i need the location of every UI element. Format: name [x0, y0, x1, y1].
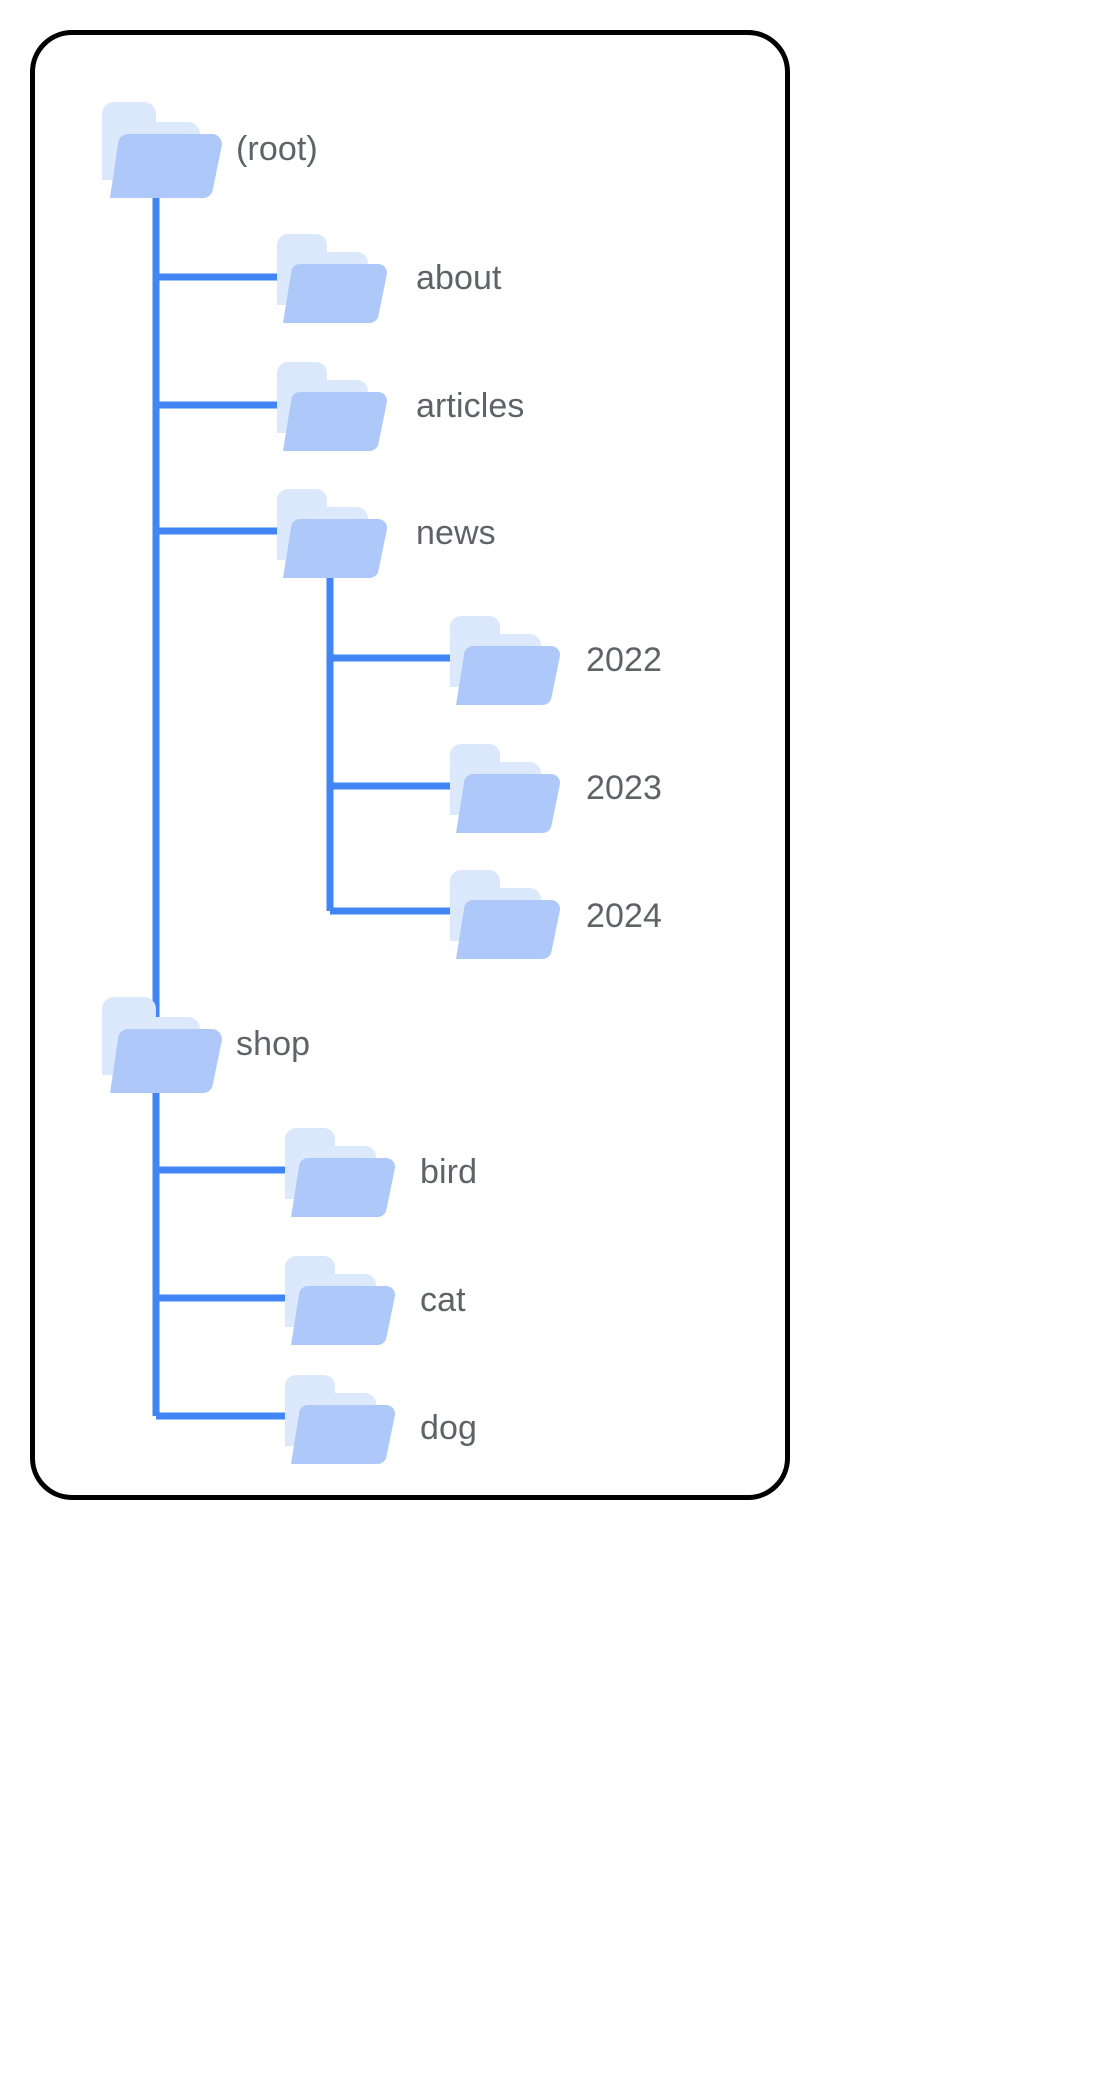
node-label-cat[interactable]: cat — [420, 1281, 466, 1319]
connector-lines — [152, 176, 462, 1420]
folder-icon-2023[interactable] — [450, 744, 561, 834]
node-label-root[interactable]: (root) — [236, 130, 318, 168]
node-label-2024[interactable]: 2024 — [586, 897, 663, 935]
node-label-news[interactable]: news — [416, 514, 496, 552]
folder-icon-about[interactable] — [277, 234, 388, 324]
folder-icon-cat[interactable] — [285, 1256, 396, 1345]
folder-icon-news[interactable] — [277, 489, 388, 579]
folder-icon-root[interactable] — [102, 102, 222, 199]
node-label-2022[interactable]: 2022 — [586, 641, 663, 679]
folder-icon-dog[interactable] — [285, 1375, 396, 1464]
folder-icon-2024[interactable] — [450, 870, 561, 960]
node-label-bird[interactable]: bird — [420, 1153, 478, 1191]
node-label-2023[interactable]: 2023 — [586, 769, 663, 807]
folder-icon-2022[interactable] — [450, 616, 561, 706]
folder-icon-bird[interactable] — [285, 1128, 396, 1217]
folder-icon-shop[interactable] — [102, 997, 222, 1094]
node-label-about[interactable]: about — [416, 259, 502, 297]
node-label-dog[interactable]: dog — [420, 1409, 478, 1447]
folder-icon-articles[interactable] — [277, 362, 388, 452]
node-label-shop[interactable]: shop — [236, 1025, 311, 1063]
node-label-articles[interactable]: articles — [416, 387, 525, 425]
